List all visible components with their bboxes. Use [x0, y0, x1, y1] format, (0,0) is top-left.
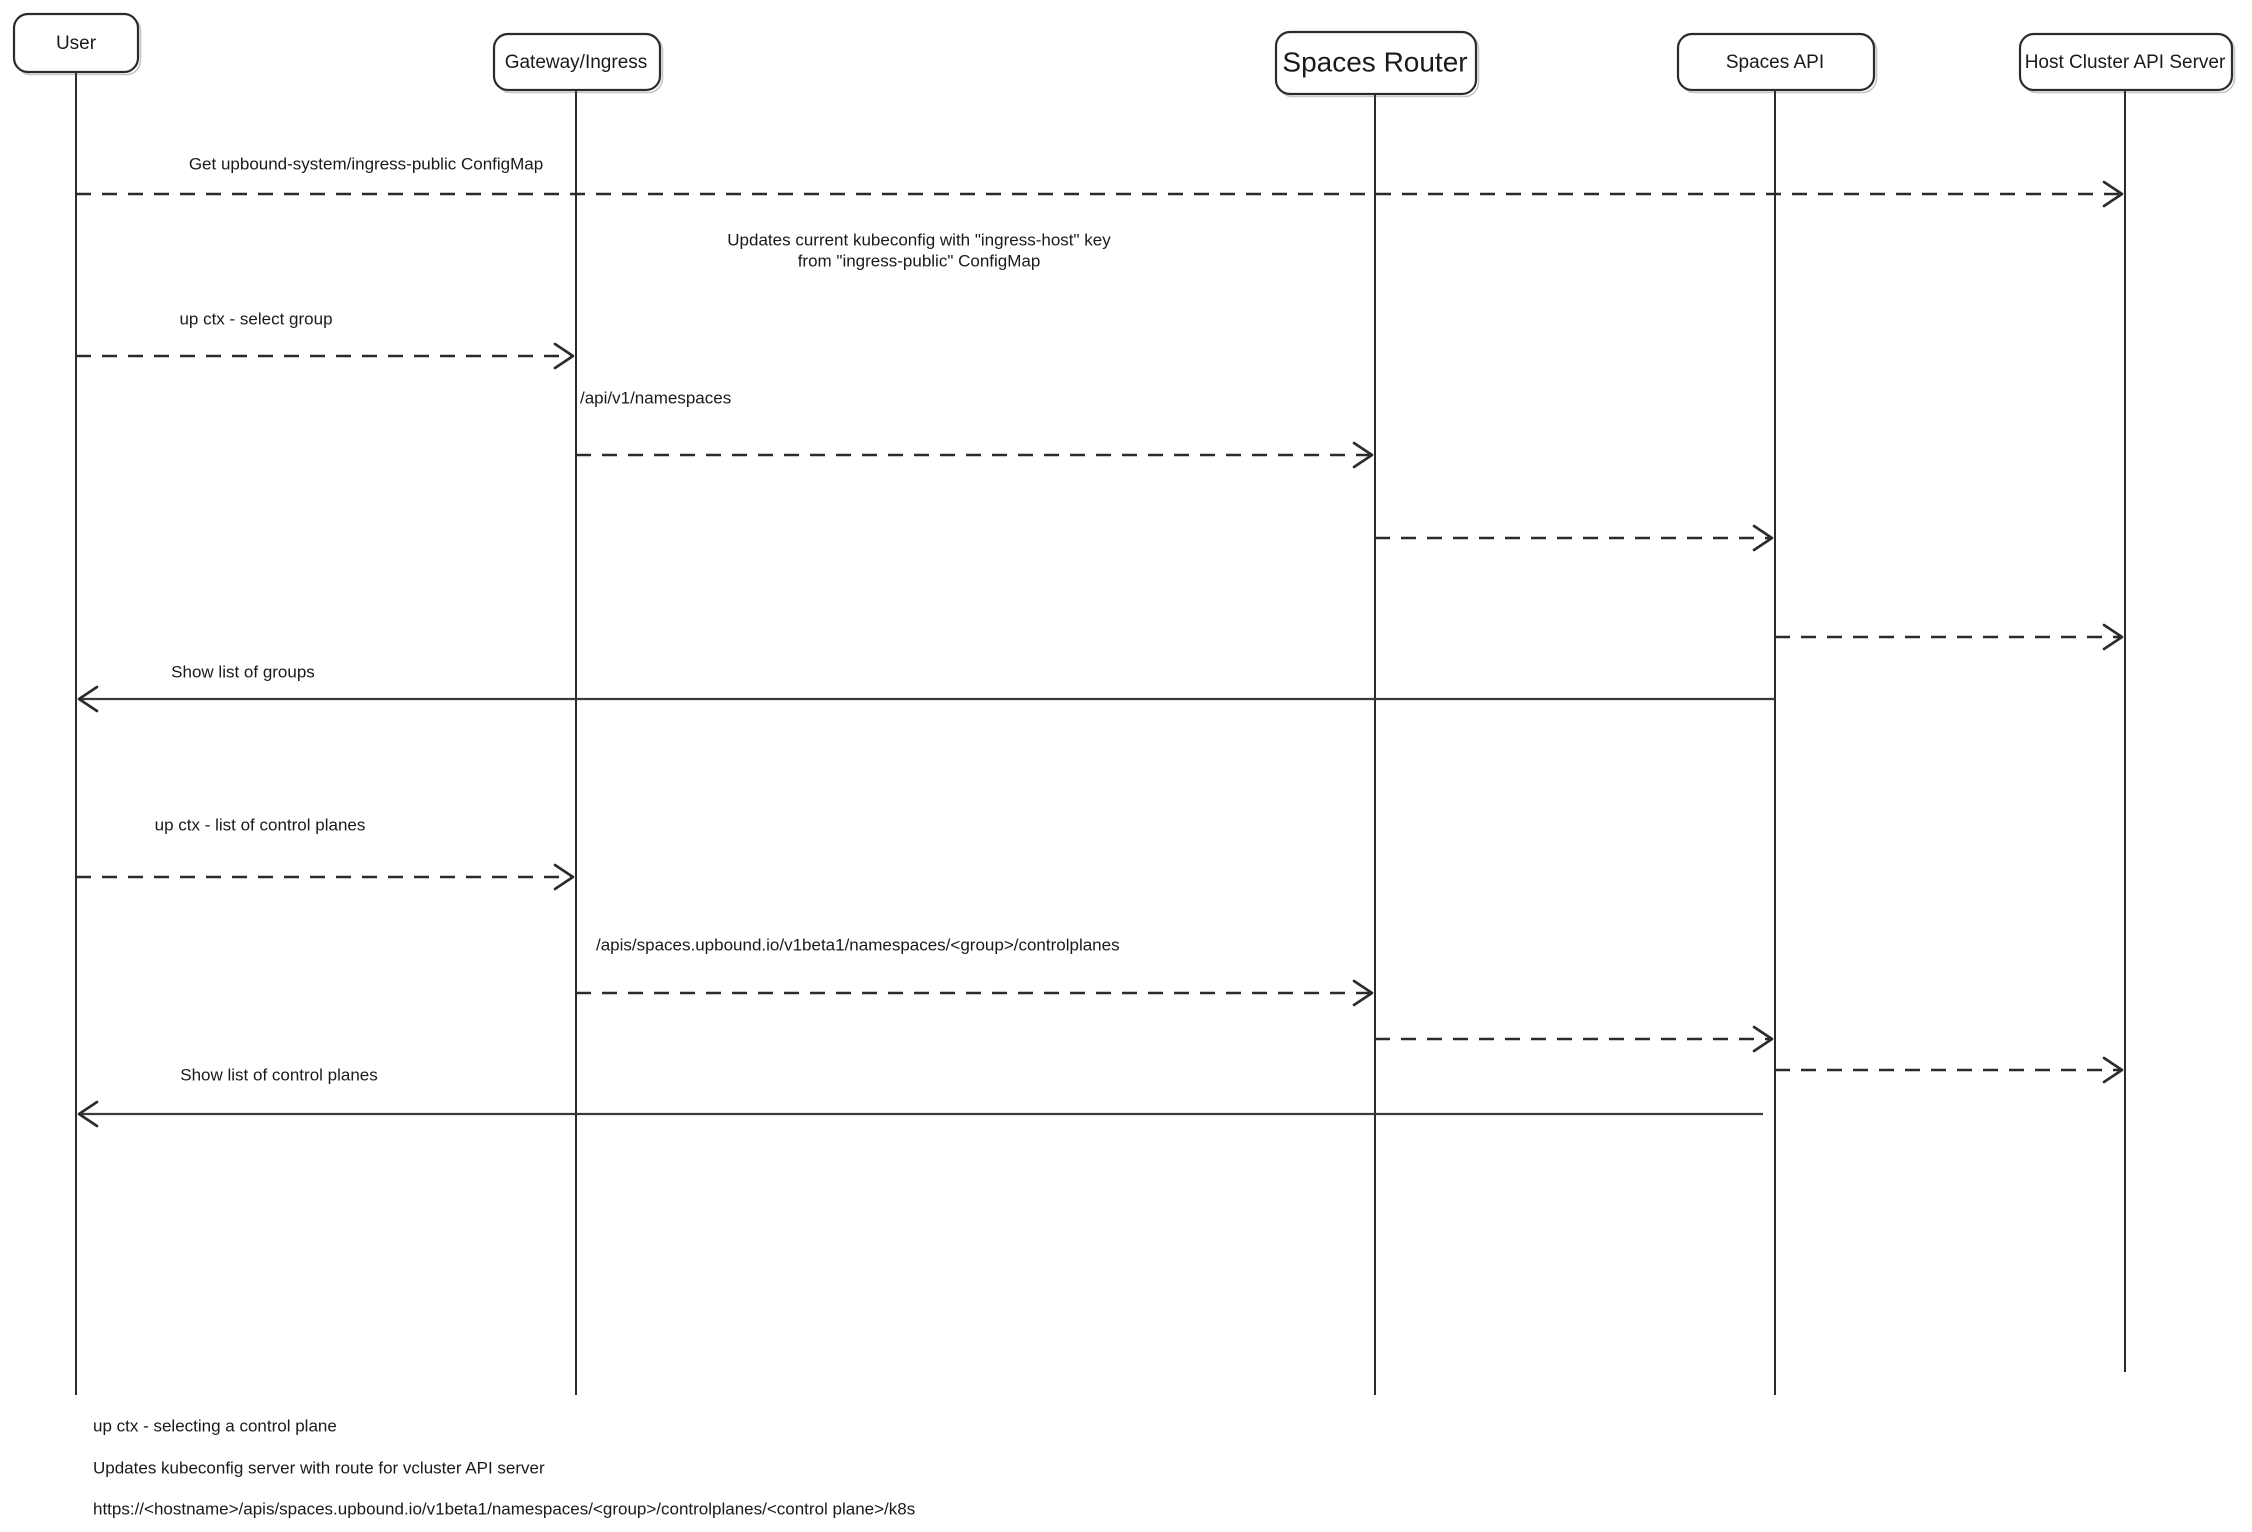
participant-box[interactable] [12, 12, 140, 74]
participant-box[interactable] [492, 32, 662, 92]
participant-gateway[interactable]: Gateway/Ingress [492, 32, 664, 94]
footer-note-f3: https://<hostname>/apis/spaces.upbound.i… [93, 1499, 915, 1518]
message-arrowhead [1352, 441, 1374, 469]
message-label: /api/v1/namespaces [580, 388, 731, 407]
message-m7: up ctx - list of control planes [76, 815, 575, 891]
message-m10 [1775, 1056, 2124, 1084]
message-m1: Get upbound-system/ingress-public Config… [76, 154, 2124, 208]
participant-label: Host Cluster API Server [2025, 52, 2226, 73]
message-arrowhead [1752, 1025, 1774, 1053]
message-label: Show list of control planes [180, 1065, 378, 1084]
message-arrowhead [553, 863, 575, 891]
message-arrowhead [1352, 979, 1374, 1007]
participant-label: Spaces API [1726, 52, 1824, 73]
message-label: Show list of groups [171, 662, 315, 681]
participant-router[interactable]: Spaces Router [1274, 30, 1480, 98]
message-m8: /apis/spaces.upbound.io/v1beta1/namespac… [576, 935, 1374, 1007]
participant-api[interactable]: Spaces API [1676, 32, 1878, 94]
message-arrowhead [77, 1100, 99, 1128]
participant-box[interactable] [2018, 32, 2234, 92]
message-m4 [1375, 524, 1774, 552]
message-arrowhead [2102, 180, 2124, 208]
message-note1b: from "ingress-public" ConfigMap [798, 251, 1041, 270]
message-arrowhead [77, 685, 99, 713]
message-m11: Show list of control planes [77, 1065, 1763, 1128]
message-m3: /api/v1/namespaces [576, 388, 1374, 469]
footer-notes-layer: up ctx - selecting a control planeUpdate… [93, 1416, 915, 1518]
participant-label: Spaces Router [1282, 46, 1467, 77]
message-label: Get upbound-system/ingress-public Config… [189, 154, 543, 173]
message-m5 [1775, 623, 2124, 651]
message-arrowhead [2102, 1056, 2124, 1084]
message-label: from "ingress-public" ConfigMap [798, 251, 1041, 270]
participant-user[interactable]: User [12, 12, 142, 76]
message-arrowhead [1752, 524, 1774, 552]
message-m2: up ctx - select group [76, 309, 575, 370]
messages-layer: Get upbound-system/ingress-public Config… [76, 154, 2124, 1128]
message-label: up ctx - select group [179, 309, 332, 328]
message-m6: Show list of groups [77, 662, 1775, 713]
message-arrowhead [2102, 623, 2124, 651]
message-m9 [1375, 1025, 1774, 1053]
lifelines-layer [75, 72, 2126, 1395]
participant-label: User [56, 33, 97, 54]
message-label: /apis/spaces.upbound.io/v1beta1/namespac… [596, 935, 1120, 954]
message-label: Updates current kubeconfig with "ingress… [727, 230, 1111, 249]
participant-label: Gateway/Ingress [505, 52, 648, 73]
participant-host[interactable]: Host Cluster API Server [2018, 32, 2236, 94]
participant-box[interactable] [1676, 32, 1876, 92]
message-arrowhead [553, 342, 575, 370]
footer-note-f2: Updates kubeconfig server with route for… [93, 1458, 545, 1477]
footer-note-f1: up ctx - selecting a control plane [93, 1416, 337, 1435]
message-label: up ctx - list of control planes [155, 815, 366, 834]
message-note1: Updates current kubeconfig with "ingress… [727, 230, 1111, 249]
participant-box[interactable] [1274, 30, 1478, 96]
